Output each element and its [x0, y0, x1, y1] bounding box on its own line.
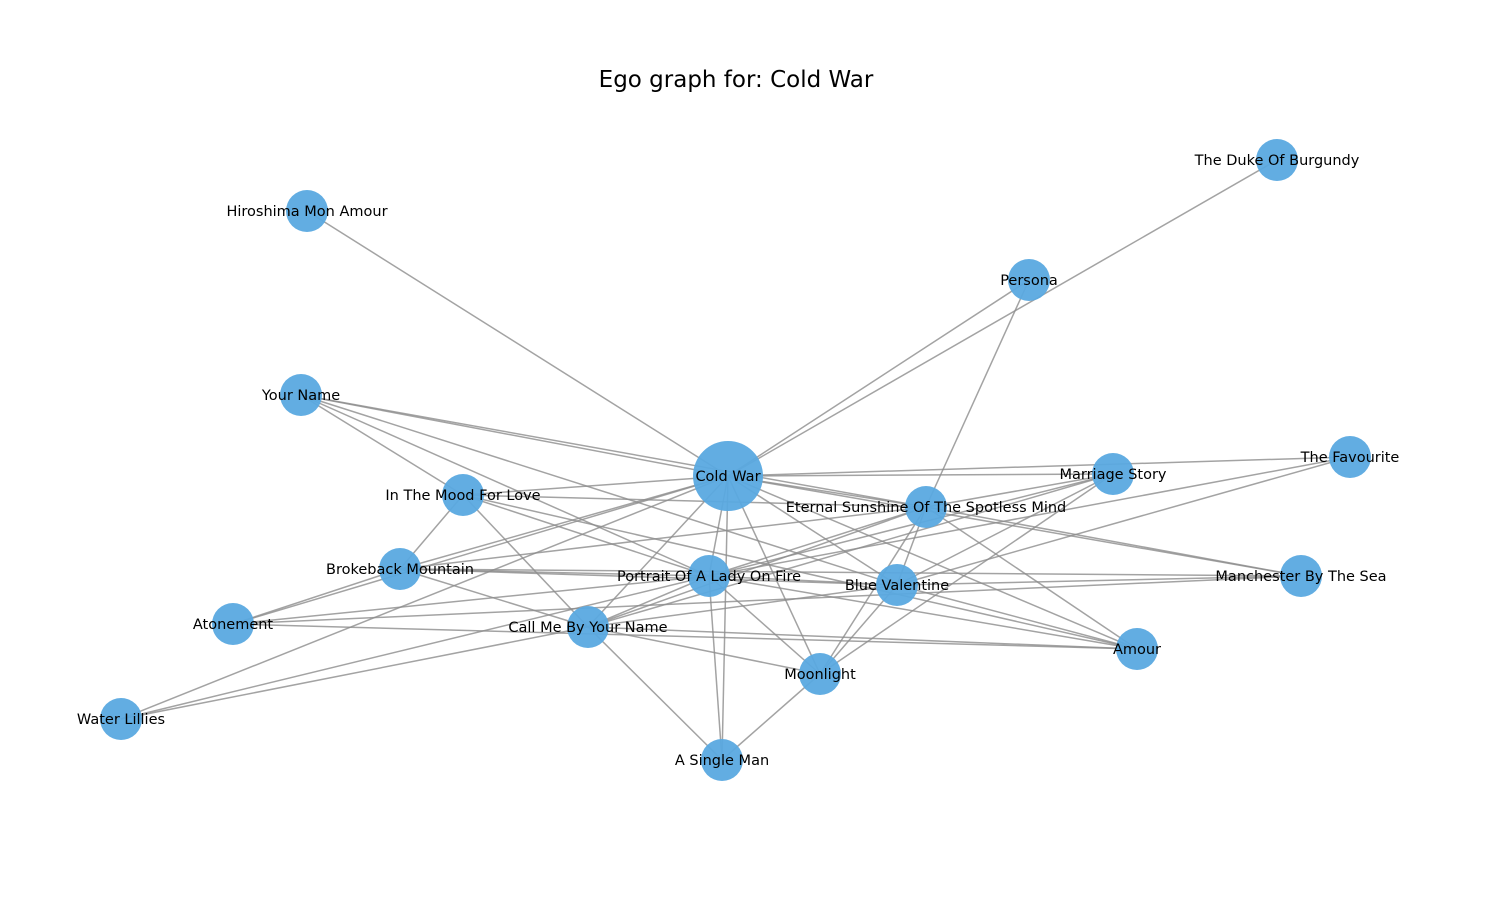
node-label-manchester-by-the-sea: Manchester By The Sea — [1215, 569, 1386, 585]
edge-cold-war-manchester-by-the-sea — [727, 475, 1302, 577]
edge-eternal-sunshine-of-the-spotless-mind-marriage-story — [925, 473, 1114, 508]
node-label-the-favourite: The Favourite — [1300, 450, 1400, 466]
node-amour[interactable] — [1116, 628, 1158, 670]
edge-call-me-by-your-name-marriage-story — [587, 473, 1114, 628]
node-water-lillies[interactable] — [100, 698, 142, 740]
edge-atonement-manchester-by-the-sea — [232, 575, 1302, 625]
graph-title: Ego graph for: Cold War — [599, 67, 874, 93]
node-a-single-man[interactable] — [701, 739, 743, 781]
edge-brokeback-mountain-manchester-by-the-sea — [399, 568, 1302, 577]
edge-eternal-sunshine-of-the-spotless-mind-amour — [925, 506, 1138, 650]
edge-cold-war-water-lillies — [120, 475, 729, 720]
node-in-the-mood-for-love[interactable] — [442, 474, 484, 516]
node-the-favourite[interactable] — [1329, 436, 1371, 478]
edge-cold-war-hiroshima-mon-amour — [306, 210, 729, 477]
edge-call-me-by-your-name-portrait-of-a-lady-on-fire — [587, 575, 710, 628]
node-atonement[interactable] — [212, 603, 254, 645]
node-label-marriage-story: Marriage Story — [1059, 467, 1166, 483]
edge-eternal-sunshine-of-the-spotless-mind-manchester-by-the-sea — [925, 506, 1302, 577]
node-label-eternal-sunshine-of-the-spotless-mind: Eternal Sunshine Of The Spotless Mind — [786, 500, 1067, 516]
edge-portrait-of-a-lady-on-fire-amour — [708, 575, 1138, 650]
node-call-me-by-your-name[interactable] — [567, 606, 609, 648]
edge-in-the-mood-for-love-portrait-of-a-lady-on-fire — [462, 494, 710, 577]
edge-your-name-in-the-mood-for-love — [300, 394, 464, 496]
edge-call-me-by-your-name-amour — [587, 626, 1138, 650]
node-label-a-single-man: A Single Man — [675, 753, 769, 769]
node-label-blue-valentine: Blue Valentine — [845, 578, 949, 594]
node-blue-valentine[interactable] — [876, 564, 918, 606]
edge-cold-war-moonlight — [727, 475, 821, 675]
node-layer — [100, 139, 1371, 781]
edge-portrait-of-a-lady-on-fire-marriage-story — [708, 473, 1114, 577]
edge-cold-war-a-single-man — [721, 475, 729, 761]
node-label-water-lillies: Water Lillies — [77, 712, 165, 728]
edge-portrait-of-a-lady-on-fire-a-single-man — [708, 575, 723, 761]
node-the-duke-of-burgundy[interactable] — [1256, 139, 1298, 181]
edge-call-me-by-your-name-a-single-man — [587, 626, 723, 761]
edge-blue-valentine-amour — [896, 584, 1138, 650]
node-moonlight[interactable] — [799, 653, 841, 695]
edge-eternal-sunshine-of-the-spotless-mind-moonlight — [819, 506, 927, 675]
node-label-in-the-mood-for-love: In The Mood For Love — [385, 488, 540, 504]
edge-brokeback-mountain-eternal-sunshine-of-the-spotless-mind — [399, 506, 927, 570]
edge-in-the-mood-for-love-call-me-by-your-name — [462, 494, 589, 628]
edge-moonlight-marriage-story — [819, 473, 1114, 675]
node-label-amour: Amour — [1113, 642, 1161, 658]
edge-persona-eternal-sunshine-of-the-spotless-mind — [925, 279, 1030, 508]
edge-call-me-by-your-name-moonlight — [587, 626, 821, 675]
edge-your-name-portrait-of-a-lady-on-fire — [300, 394, 710, 577]
edge-brokeback-mountain-blue-valentine — [399, 568, 898, 586]
edge-cold-war-atonement — [232, 475, 729, 625]
edge-cold-war-amour — [727, 475, 1138, 650]
node-your-name[interactable] — [280, 374, 322, 416]
node-eternal-sunshine-of-the-spotless-mind[interactable] — [905, 486, 947, 528]
edge-blue-valentine-the-favourite — [896, 456, 1351, 586]
edge-cold-war-the-duke-of-burgundy — [727, 159, 1278, 477]
edge-cold-war-in-the-mood-for-love — [462, 475, 729, 496]
edge-cold-war-the-favourite — [727, 456, 1351, 477]
edge-portrait-of-a-lady-on-fire-eternal-sunshine-of-the-spotless-mind — [708, 506, 927, 577]
edge-cold-war-persona — [727, 279, 1030, 477]
node-label-hiroshima-mon-amour: Hiroshima Mon Amour — [226, 204, 387, 220]
node-label-moonlight: Moonlight — [784, 667, 856, 683]
node-marriage-story[interactable] — [1092, 453, 1134, 495]
node-manchester-by-the-sea[interactable] — [1280, 555, 1322, 597]
node-label-portrait-of-a-lady-on-fire: Portrait Of A Lady On Fire — [617, 569, 801, 585]
node-label-brokeback-mountain: Brokeback Mountain — [326, 562, 474, 578]
node-label-your-name: Your Name — [261, 388, 340, 404]
edge-moonlight-a-single-man — [721, 673, 821, 761]
node-label-persona: Persona — [1000, 273, 1058, 289]
edge-layer — [120, 159, 1351, 761]
node-label-cold-war: Cold War — [695, 469, 760, 485]
node-hiroshima-mon-amour[interactable] — [286, 190, 328, 232]
edge-water-lillies-portrait-of-a-lady-on-fire — [120, 575, 710, 720]
node-label-atonement: Atonement — [193, 617, 274, 633]
edge-blue-valentine-marriage-story — [896, 473, 1114, 586]
edge-cold-war-brokeback-mountain — [399, 475, 729, 570]
edge-portrait-of-a-lady-on-fire-blue-valentine — [708, 575, 898, 586]
node-persona[interactable] — [1008, 259, 1050, 301]
node-label-call-me-by-your-name: Call Me By Your Name — [508, 620, 667, 636]
edge-in-the-mood-for-love-eternal-sunshine-of-the-spotless-mind — [462, 494, 927, 508]
edge-atonement-portrait-of-a-lady-on-fire — [232, 575, 710, 625]
node-cold-war[interactable] — [693, 441, 763, 511]
edge-blue-valentine-manchester-by-the-sea — [896, 575, 1302, 586]
edge-water-lillies-call-me-by-your-name — [120, 626, 589, 720]
node-portrait-of-a-lady-on-fire[interactable] — [688, 555, 730, 597]
edge-brokeback-mountain-atonement — [232, 568, 401, 625]
edge-atonement-amour — [232, 623, 1138, 650]
node-label-the-duke-of-burgundy: The Duke Of Burgundy — [1194, 153, 1360, 169]
edge-portrait-of-a-lady-on-fire-moonlight — [708, 575, 821, 675]
node-brokeback-mountain[interactable] — [379, 548, 421, 590]
edge-cold-war-marriage-story — [727, 473, 1114, 477]
edge-your-name-eternal-sunshine-of-the-spotless-mind — [300, 394, 927, 508]
